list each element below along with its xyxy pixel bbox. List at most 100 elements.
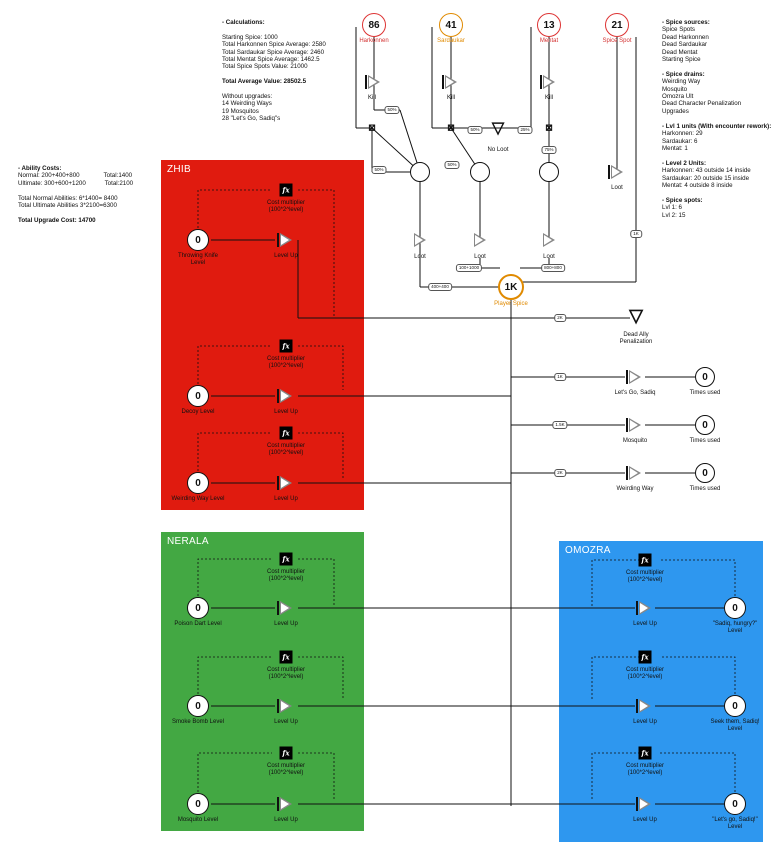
omozra-fx-icon-0[interactable]: fx: [638, 553, 652, 567]
omozra-level-label-2: "Let's go, Sadiq!" Level: [712, 817, 758, 830]
omozra-levelup-gate-1[interactable]: [639, 699, 651, 713]
nerala-cost-label-2: Cost multiplier (100*2^level): [266, 763, 306, 776]
dead-ally-drain-icon[interactable]: ▽: [629, 305, 643, 326]
omozra-levelup-gate-0[interactable]: [639, 601, 651, 615]
sardaukar-counter[interactable]: 41: [439, 13, 463, 37]
loot-converter-3[interactable]: [543, 233, 555, 247]
random-gate-2[interactable]: ⊠: [447, 122, 455, 133]
loot-chip-800: 800+800: [541, 264, 565, 272]
loot-converter-1[interactable]: [414, 233, 426, 247]
loot-label-1: Loot: [414, 254, 426, 260]
zhib-fx-icon-1[interactable]: fx: [279, 339, 293, 353]
zhib-level-1[interactable]: 0: [187, 385, 209, 407]
nerala-level-0[interactable]: 0: [187, 597, 209, 619]
nerala-level-label-2: Mosquito Level: [177, 817, 219, 823]
loot-chip-100: 100+1000: [455, 264, 483, 272]
zhib-level-2[interactable]: 0: [187, 472, 209, 494]
nerala-fx-icon-0[interactable]: fx: [279, 552, 293, 566]
kill-gate-1[interactable]: [368, 75, 380, 89]
omozra-title: OMOZRA: [565, 545, 611, 556]
drain-count-1[interactable]: 0: [695, 367, 715, 387]
nerala-fx-icon-1[interactable]: fx: [279, 650, 293, 664]
omozra-level-label-0: "Sadiq, hungry?" Level: [712, 621, 758, 634]
nerala-fx-icon-2[interactable]: fx: [279, 746, 293, 760]
zhib-levelup-label-1: Level Up: [274, 409, 298, 415]
no-loot-drain-icon[interactable]: ▽: [491, 120, 505, 137]
pct-chip-2: 50%: [371, 166, 387, 174]
omozra-cost-label-0: Cost multiplier (100*2^level): [625, 570, 665, 583]
nerala-level-2[interactable]: 0: [187, 793, 209, 815]
omozra-cost-label-2: Cost multiplier (100*2^level): [625, 763, 665, 776]
harkonnen-label: Harkonnen: [359, 38, 389, 44]
kill-gate-bar-3: [540, 75, 542, 89]
drain-gate-2[interactable]: [629, 418, 641, 432]
drain-count-2[interactable]: 0: [695, 415, 715, 435]
pct-chip-6: 75%: [541, 146, 557, 154]
calculations-notes: - Calculations: Starting Spice: 1000 Tot…: [222, 19, 326, 123]
ability-costs-notes: - Ability Costs: Normal: 200+400+800 Tot…: [18, 165, 134, 224]
loot-converter-2[interactable]: [474, 233, 486, 247]
nerala-levelup-gate-0[interactable]: [280, 601, 292, 615]
pct-chip-1: 50%: [384, 106, 400, 114]
omozra-levelup-bar-2: [636, 797, 638, 811]
nerala-levelup-label-2: Level Up: [274, 817, 298, 823]
random-gate-1[interactable]: ⊠: [368, 122, 376, 133]
nerala-levelup-gate-2[interactable]: [280, 797, 292, 811]
zhib-fx-icon-0[interactable]: fx: [279, 183, 293, 197]
zhib-level-0[interactable]: 0: [187, 229, 209, 251]
pct-chip-4: 50%: [444, 161, 460, 169]
drain-label-2: Mosquito: [622, 438, 648, 444]
spot-loot-label: Loot: [611, 185, 623, 191]
zhib-fx-icon-2[interactable]: fx: [279, 426, 293, 440]
zhib-levelup-label-2: Level Up: [274, 496, 298, 502]
zhib-level-label-2: Weirding Way Level: [171, 496, 225, 502]
nerala-levelup-label-1: Level Up: [274, 719, 298, 725]
zhib-levelup-bar-1: [277, 389, 279, 403]
player-spice-pool[interactable]: 1K: [498, 274, 524, 300]
harkonnen-counter[interactable]: 86: [362, 13, 386, 37]
omozra-fx-icon-2[interactable]: fx: [638, 746, 652, 760]
pool-2[interactable]: [470, 162, 490, 182]
kill-gate-2[interactable]: [445, 75, 457, 89]
omozra-levelup-label-2: Level Up: [633, 817, 657, 823]
mentat-counter[interactable]: 13: [537, 13, 561, 37]
drain-gate-bar-2: [626, 418, 628, 432]
nerala-levelup-gate-1[interactable]: [280, 699, 292, 713]
zhib-title: ZHIB: [167, 164, 191, 175]
omozra-level-2[interactable]: 0: [724, 793, 746, 815]
nerala-levelup-bar-0: [277, 601, 279, 615]
pool-3[interactable]: [539, 162, 559, 182]
drain-count-label-3: Times used: [689, 486, 721, 492]
nerala-panel: NERALA: [161, 532, 364, 831]
nerala-level-label-0: Poison Dart Level: [174, 621, 222, 627]
omozra-levelup-gate-2[interactable]: [639, 797, 651, 811]
spot-loot-converter[interactable]: [611, 165, 623, 179]
pool-1[interactable]: [410, 162, 430, 182]
random-gate-3[interactable]: ⊠: [545, 122, 553, 133]
spice-spot-counter[interactable]: 21: [605, 13, 629, 37]
omozra-level-1[interactable]: 0: [724, 695, 746, 717]
drain-gate-1[interactable]: [629, 370, 641, 384]
drain-count-label-1: Times used: [689, 390, 721, 396]
zhib-levelup-gate-1[interactable]: [280, 389, 292, 403]
mentat-label: Mentat: [539, 38, 559, 44]
pct-chip-3: 50%: [467, 126, 483, 134]
drain-gate-3[interactable]: [629, 466, 641, 480]
nerala-level-1[interactable]: 0: [187, 695, 209, 717]
pct-chip-5: 25%: [517, 126, 533, 134]
drain-chip-3: 2K: [554, 469, 566, 477]
drain-chip-1: 1K: [554, 373, 566, 381]
kill-gate-3[interactable]: [543, 75, 555, 89]
no-loot-label: No Loot: [487, 147, 509, 153]
kill-gate-bar-2: [442, 75, 444, 89]
zhib-levelup-gate-0[interactable]: [280, 233, 292, 247]
drain-count-3[interactable]: 0: [695, 463, 715, 483]
omozra-level-0[interactable]: 0: [724, 597, 746, 619]
spot-gate-bar: [608, 165, 610, 179]
sardaukar-label: Sardaukar: [437, 38, 465, 44]
zhib-levelup-gate-2[interactable]: [280, 476, 292, 490]
spot-chip-1k: 1K: [630, 230, 642, 238]
omozra-fx-icon-1[interactable]: fx: [638, 650, 652, 664]
spice-notes: - Spice sources: Spice Spots Dead Harkon…: [662, 19, 772, 219]
kill-gate-bar-1: [365, 75, 367, 89]
